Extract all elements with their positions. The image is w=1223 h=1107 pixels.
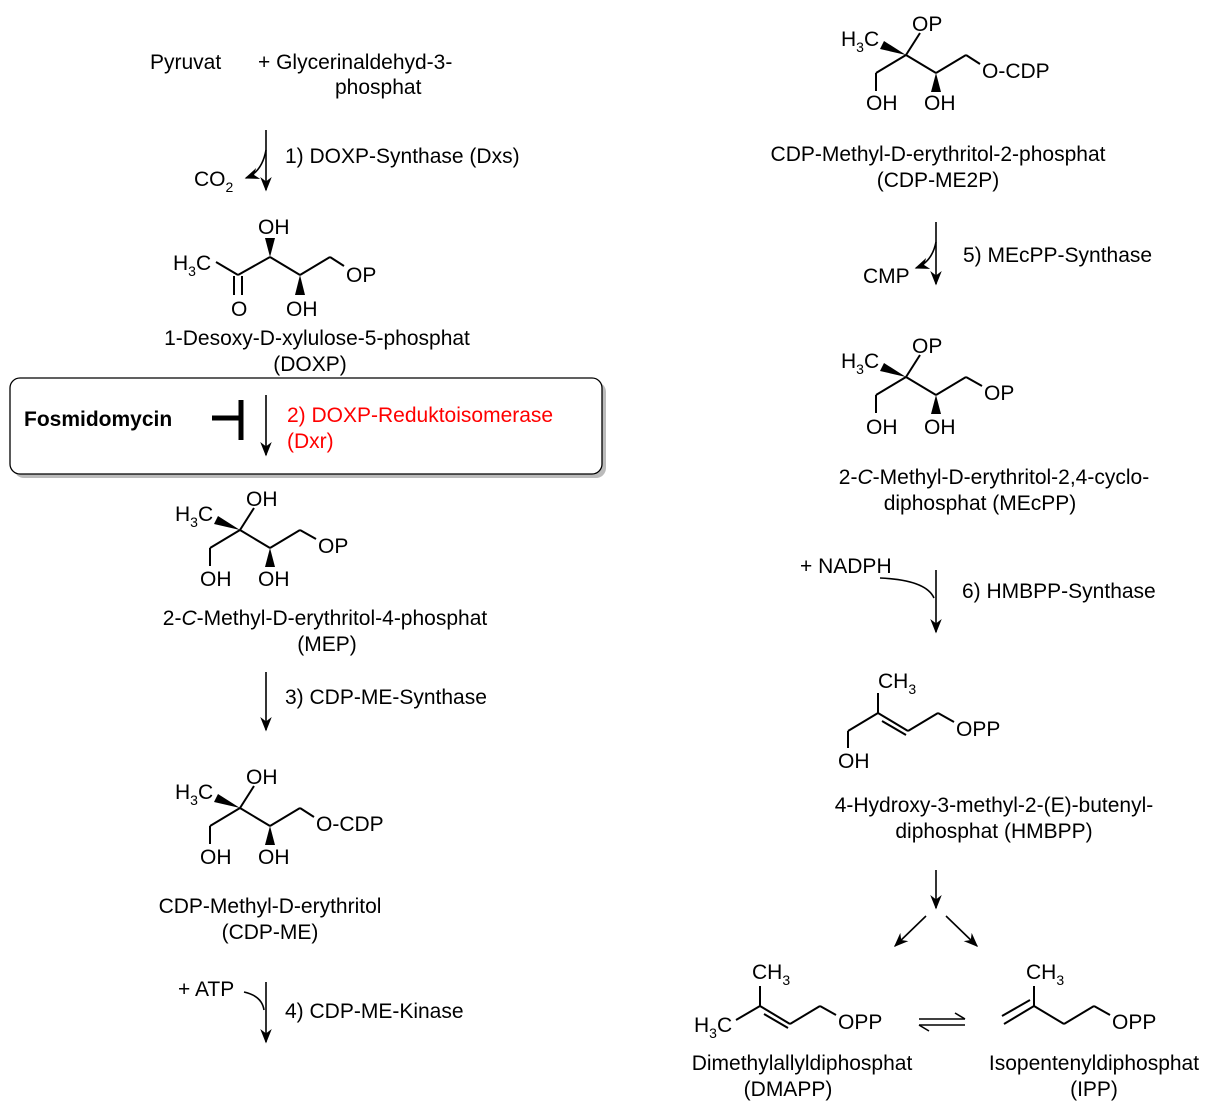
cdpme2p-name: CDP-Methyl-D-erythritol-2-phosphat — [771, 143, 1106, 166]
glycerinaldehyd-line2: phosphat — [335, 76, 422, 99]
to-dmapp-arrow — [893, 915, 927, 948]
mep-structure: H3C OH OH OH OP — [175, 488, 348, 591]
mep-abbreviation: (MEP) — [297, 633, 357, 656]
dmapp-structure: CH3 H3C OPP — [694, 961, 882, 1041]
cdpme2p-structure: H3C OP OH OH O-CDP — [841, 13, 1050, 115]
doxp-op: OP — [346, 264, 376, 287]
cdpme2p-abbreviation: (CDP-ME2P) — [877, 169, 1000, 192]
cdpme2p-oh-c3: OH — [924, 92, 956, 115]
cdpme-oh-c3: OH — [258, 846, 290, 869]
cdpme-name: CDP-Methyl-D-erythritol — [159, 895, 382, 918]
step-5-enzyme-label: 5) MEcPP-Synthase — [963, 244, 1152, 267]
doxp-h3c: H3C — [173, 252, 211, 279]
doxp-name: 1-Desoxy-D-xylulose-5-phosphat — [164, 327, 470, 350]
hmbpp-opp: OPP — [956, 718, 1000, 741]
step-1-enzyme-label: 1) DOXP-Synthase (Dxs) — [285, 145, 520, 168]
cdpme2p-ocdp: O-CDP — [982, 60, 1050, 83]
doxp-structure: H3C O OH OH OP — [173, 216, 376, 321]
mep-name: 2-C-Methyl-D-erythritol-4-phosphat — [163, 607, 488, 630]
cdpme2p-oh-c1: OH — [866, 92, 898, 115]
mep-oh-c2: OH — [246, 488, 278, 511]
step-5: CMP 5) MEcPP-Synthase — [863, 222, 1152, 288]
doxp-oh-bottom: OH — [286, 298, 318, 321]
step-6: + NADPH 6) HMBPP-Synthase — [800, 555, 1156, 634]
substrates: Pyruvat + Glycerinaldehyd-3- phosphat — [150, 51, 452, 99]
dmapp-abbreviation: (DMAPP) — [744, 1078, 833, 1101]
atp-label: + ATP — [178, 978, 234, 1001]
dmapp-h3c: H3C — [694, 1014, 732, 1041]
hmbpp-structure: CH3 OH OPP — [838, 670, 1000, 773]
step-4: + ATP 4) CDP-ME-Kinase — [178, 978, 464, 1044]
dmapp-opp: OPP — [838, 1011, 882, 1034]
mep-op: OP — [318, 535, 348, 558]
mecpp-op-c2: OP — [912, 335, 942, 358]
mecpp-op-c4: OP — [984, 382, 1014, 405]
step-1: CO2 1) DOXP-Synthase (Dxs) — [194, 130, 520, 195]
ipp-name: Isopentenyldiphosphat — [989, 1052, 1199, 1075]
atp-side-arrow — [243, 991, 265, 1011]
cdpme2p-op: OP — [912, 13, 942, 36]
glycerinaldehyd-label: + Glycerinaldehyd-3- — [258, 51, 452, 74]
ipp-abbreviation: (IPP) — [1070, 1078, 1118, 1101]
cdpme-ocdp: O-CDP — [316, 813, 384, 836]
dmapp-name: Dimethylallyldiphosphat — [692, 1052, 913, 1075]
doxp-abbreviation: (DOXP) — [273, 353, 347, 376]
cdpme-oh-c1: OH — [200, 846, 232, 869]
step-2-enzyme-label: 2) DOXP-Reduktoisomerase — [287, 404, 553, 427]
step-6-enzyme-label: 6) HMBPP-Synthase — [962, 580, 1156, 603]
cdpme-h3c: H3C — [175, 781, 213, 808]
step-3-enzyme-label: 3) CDP-ME-Synthase — [285, 686, 487, 709]
ipp-ch3: CH3 — [1026, 961, 1064, 988]
ipp-opp: OPP — [1112, 1011, 1156, 1034]
co2-side-arrow — [244, 149, 267, 179]
ipp-structure: CH3 OPP — [1001, 961, 1156, 1034]
hmbpp-oh: OH — [838, 750, 870, 773]
hmbpp-line2: diphosphat (HMBPP) — [895, 820, 1092, 843]
branch-arrows — [893, 870, 979, 948]
nadph-side-arrow — [879, 577, 935, 599]
mecpp-structure: H3C OP OH OH OP — [841, 335, 1014, 439]
cmp-label: CMP — [863, 265, 910, 288]
hmbpp-name: 4-Hydroxy-3-methyl-2-(E)-butenyl- — [835, 794, 1154, 817]
cdpme-structure: H3C OH OH OH O-CDP — [175, 766, 384, 869]
cdpme-abbreviation: (CDP-ME) — [222, 921, 319, 944]
equilibrium-arrows — [918, 1012, 966, 1032]
mecpp-line2: diphosphat (MEcPP) — [884, 492, 1077, 515]
fosmidomycin-label: Fosmidomycin — [24, 408, 172, 431]
mep-oh-c1: OH — [200, 568, 232, 591]
mecpp-name: 2-C-Methyl-D-erythritol-2,4-cyclo- — [839, 466, 1149, 489]
cdpme-oh-c2: OH — [246, 766, 278, 789]
pyruvat-label: Pyruvat — [150, 51, 221, 74]
to-ipp-arrow — [945, 915, 979, 948]
nadph-label: + NADPH — [800, 555, 892, 578]
mep-oh-c3: OH — [258, 568, 290, 591]
doxp-oh-top: OH — [258, 216, 290, 239]
dmapp-ch3: CH3 — [752, 961, 790, 988]
doxp-ketone-o: O — [231, 298, 247, 321]
mep-h3c: H3C — [175, 503, 213, 530]
mecpp-h3c: H3C — [841, 350, 879, 377]
cdpme2p-h3c: H3C — [841, 28, 879, 55]
step-4-enzyme-label: 4) CDP-ME-Kinase — [285, 1000, 464, 1023]
co2-label: CO2 — [194, 168, 234, 195]
step-2-enzyme-label-line2: (Dxr) — [287, 430, 334, 453]
hmbpp-ch3: CH3 — [878, 670, 916, 697]
cmp-side-arrow — [914, 241, 937, 269]
inhibition-box: Fosmidomycin 2) DOXP-Reduktoisomerase (D… — [9, 377, 606, 478]
mecpp-oh-c3: OH — [924, 416, 956, 439]
mecpp-oh-c1: OH — [866, 416, 898, 439]
